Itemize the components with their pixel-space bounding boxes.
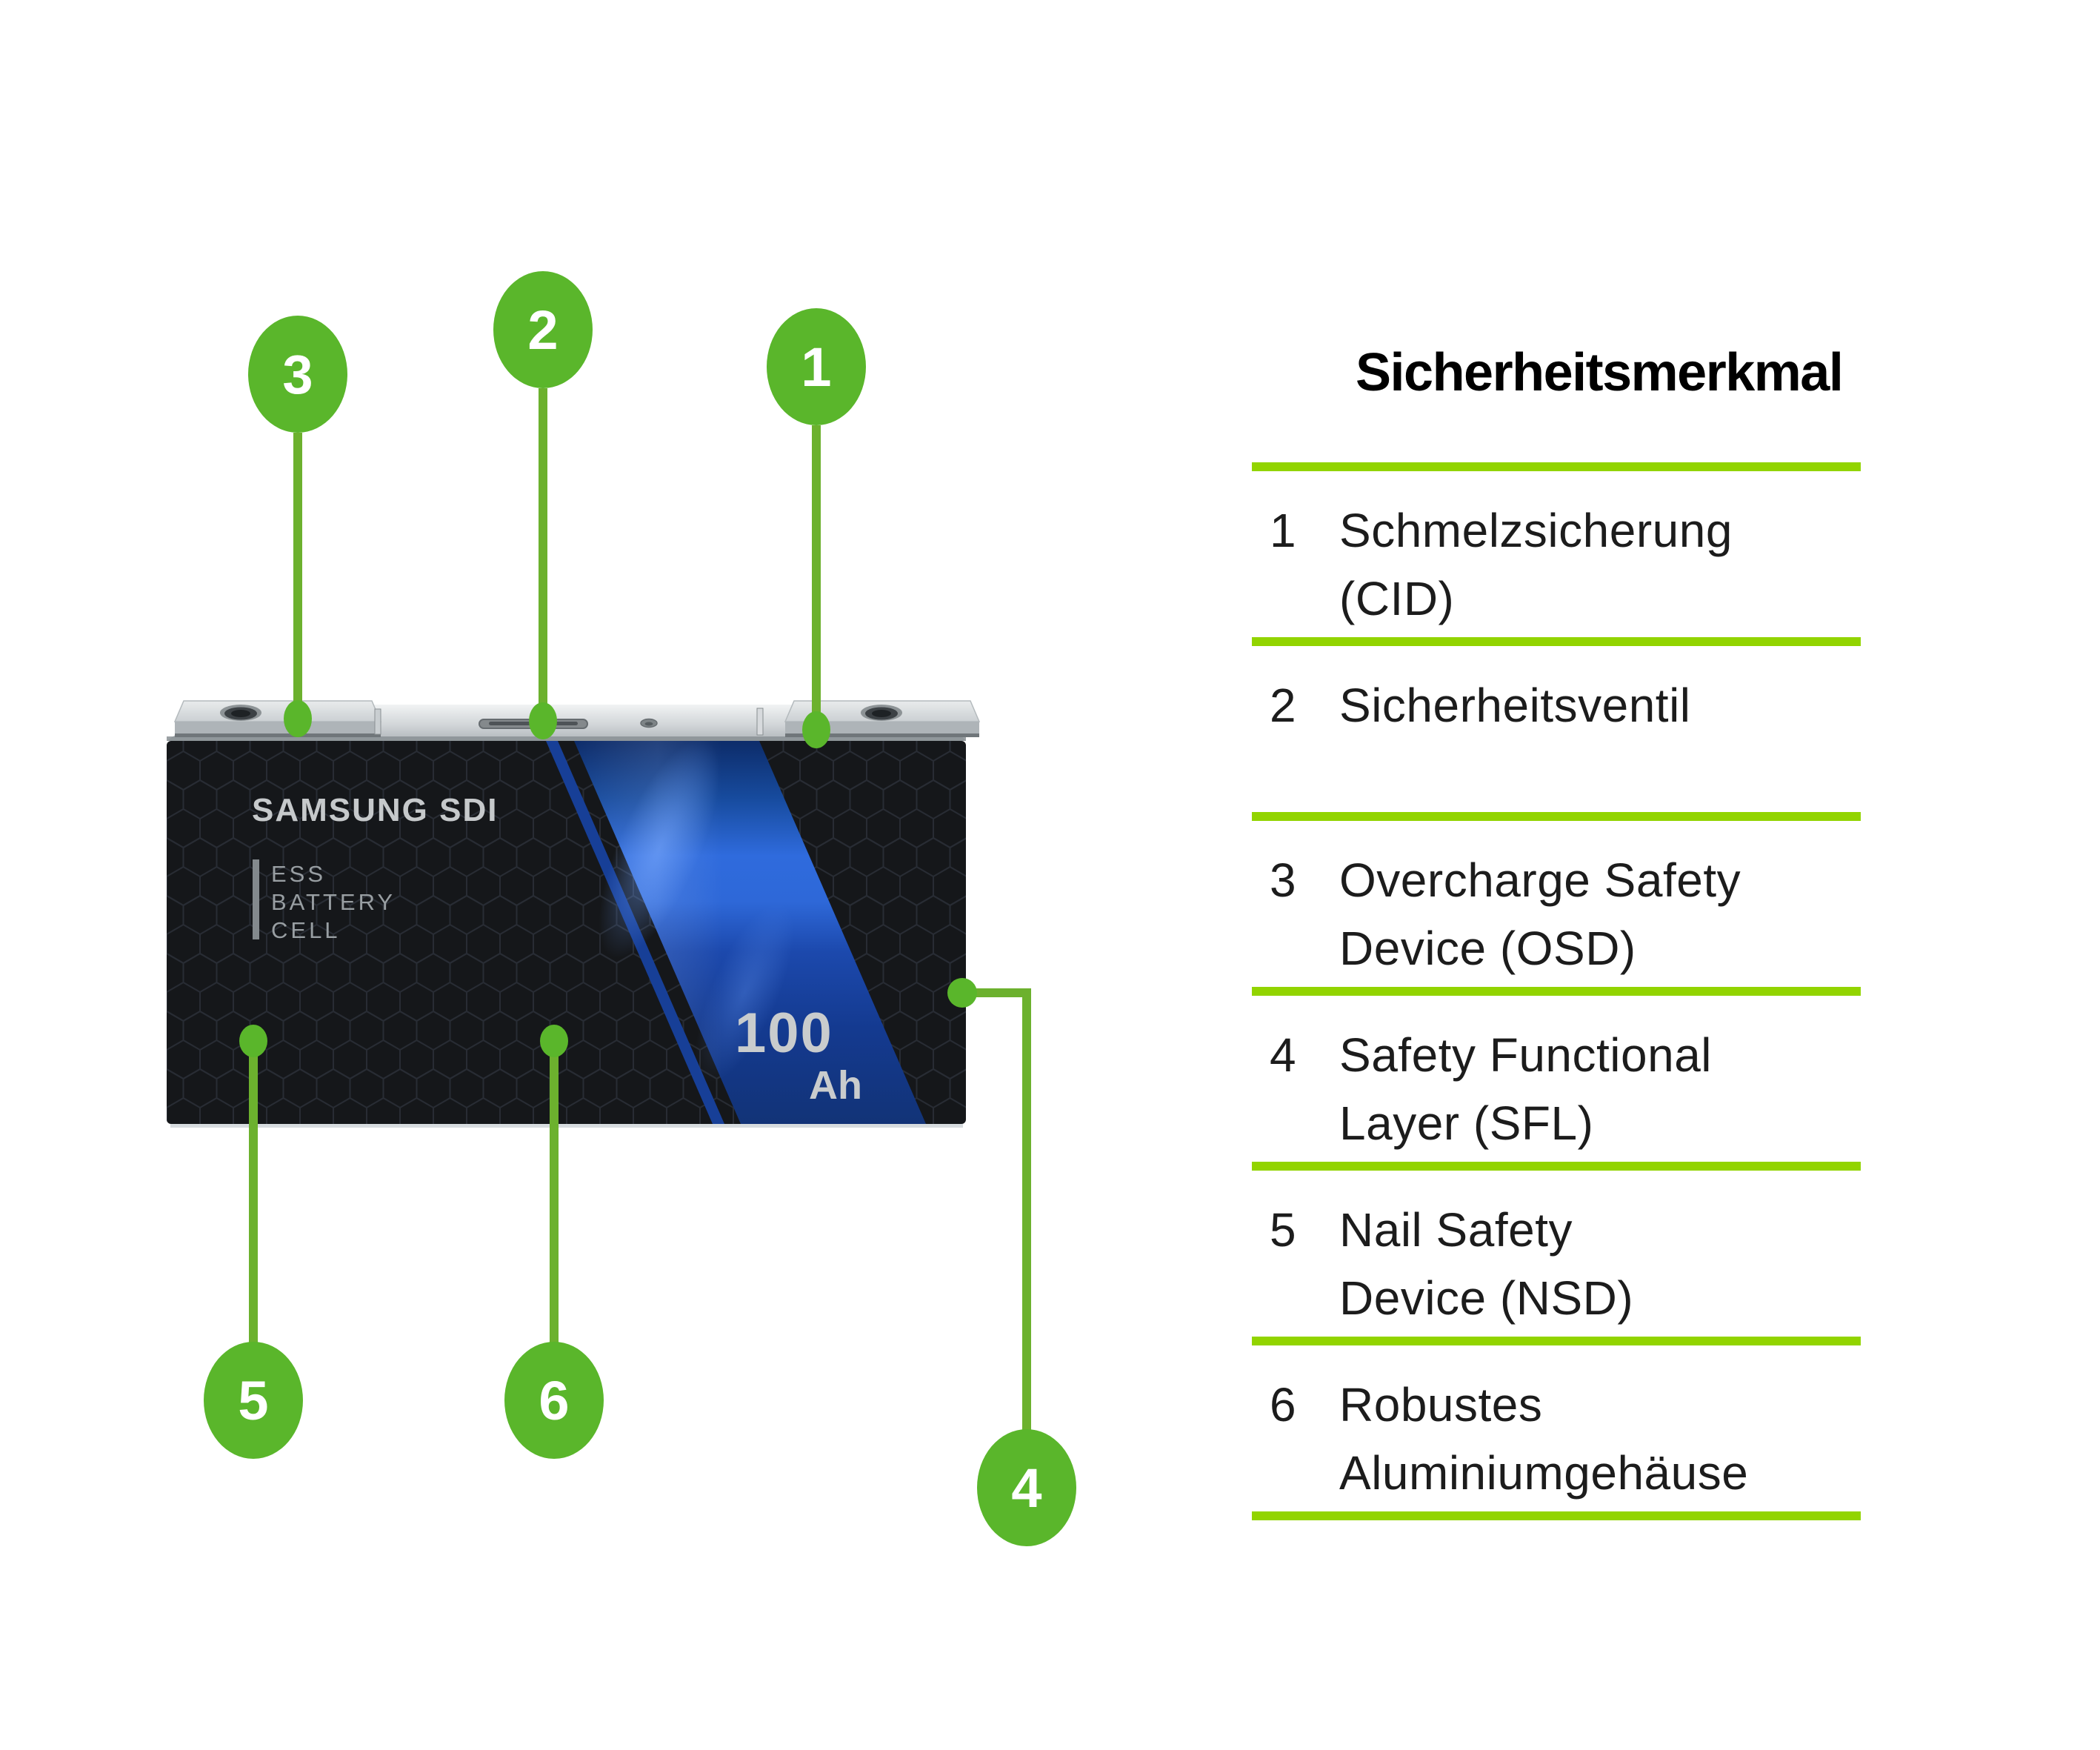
row-number: 3	[1270, 854, 1296, 907]
terminal-left-clip	[374, 708, 381, 735]
ess-label-line3: CELL	[271, 917, 341, 943]
callout-number-5: 5	[238, 1370, 268, 1431]
callout-dot-4	[947, 978, 977, 1008]
blue-stripe	[546, 741, 926, 1124]
plate-seam	[167, 736, 966, 741]
callout-circle-6: 6	[504, 1342, 604, 1459]
table-row: 3 Overcharge Safety Device (OSD)	[1252, 812, 1861, 987]
table-bottom-separator	[1252, 1511, 1861, 1520]
terminal-left	[173, 700, 382, 737]
row-text: Nail Safety Device (NSD)	[1339, 1196, 1633, 1337]
callout-circle-2: 2	[493, 271, 593, 388]
callout-number-6: 6	[539, 1370, 569, 1431]
row-text: Robustes Aluminiumgehäuse	[1339, 1371, 1748, 1511]
callout-circle-5: 5	[204, 1342, 303, 1459]
row-text: Schmelzsicherung (CID)	[1339, 496, 1733, 637]
battery-diagram: SAMSUNG SDI ESS BATTERY CELL 100 Ah	[167, 271, 1076, 1546]
callout-number-3: 3	[282, 344, 313, 405]
callout-circle-3: 3	[248, 316, 347, 433]
row-number: 1	[1270, 504, 1296, 557]
row-number: 4	[1270, 1028, 1296, 1082]
brand-text: SAMSUNG SDI	[252, 792, 498, 828]
terminal-right	[756, 700, 981, 737]
battery-face: SAMSUNG SDI ESS BATTERY CELL 100 Ah	[167, 741, 966, 1124]
row-text-line2: Aluminiumgehäuse	[1339, 1446, 1749, 1500]
cell-shadow	[170, 1124, 963, 1128]
table-row: 6 Robustes Aluminiumgehäuse	[1252, 1337, 1861, 1511]
callout-circle-1: 1	[767, 308, 866, 425]
callout-dot-2	[529, 702, 557, 739]
callout-stems	[249, 388, 1031, 1430]
row-text-line1: Nail Safety	[1339, 1203, 1573, 1257]
row-number: 5	[1270, 1203, 1296, 1257]
table-title: Sicherheitsmerkmal	[1356, 343, 1844, 402]
row-text-line1: Sicherheitsventil	[1339, 679, 1691, 732]
row-text-line1: Overcharge Safety	[1339, 854, 1741, 907]
callout-dots	[239, 700, 977, 1057]
fill-hole	[640, 718, 658, 728]
callout-dot-1	[802, 711, 830, 748]
row-text-line2: (CID)	[1339, 572, 1455, 625]
callout-circles: 3 2 1 5 6 4	[204, 271, 1076, 1546]
row-text: Safety Functional Layer (SFL)	[1339, 1021, 1712, 1162]
terminal-right-hole-icon	[861, 705, 902, 721]
callout-dot-6	[540, 1025, 568, 1057]
row-text: Overcharge Safety Device (OSD)	[1339, 846, 1741, 987]
row-text-line1: Schmelzsicherung	[1339, 504, 1733, 557]
ess-label-line1: ESS	[271, 861, 326, 887]
table-row: 1 Schmelzsicherung (CID)	[1252, 462, 1861, 637]
terminal-right-clip	[756, 708, 764, 736]
safety-table: Sicherheitsmerkmal 1 Schmelzsicherung (C…	[1252, 341, 1861, 1520]
row-text-line2: Device (OSD)	[1339, 922, 1636, 975]
callout-dot-5	[239, 1025, 267, 1057]
capacity-unit: Ah	[809, 1063, 862, 1108]
callout-dot-3	[284, 700, 312, 737]
row-text: Sicherheitsventil	[1339, 671, 1691, 812]
capacity-text: 100 Ah	[735, 1002, 862, 1108]
callout-number-2: 2	[527, 299, 558, 361]
callout-circle-4: 4	[977, 1429, 1076, 1546]
ess-label-line2: BATTERY	[271, 889, 396, 915]
capacity-value: 100	[735, 1002, 833, 1065]
row-text-line1: Robustes	[1339, 1378, 1543, 1431]
ess-label-bar	[253, 859, 259, 939]
row-text-line2: Device (NSD)	[1339, 1271, 1634, 1325]
terminal-left-hole-icon	[220, 705, 261, 721]
callout-number-4: 4	[1011, 1457, 1041, 1519]
row-text-line2: Layer (SFL)	[1339, 1097, 1594, 1150]
callout-line-4	[962, 988, 1031, 1430]
table-row: 2 Sicherheitsventil	[1252, 637, 1861, 812]
row-text-line1: Safety Functional	[1339, 1028, 1712, 1082]
ess-label: ESS BATTERY CELL	[253, 859, 396, 943]
table-row: 4 Safety Functional Layer (SFL)	[1252, 987, 1861, 1162]
battery-top-plate	[167, 700, 981, 741]
row-number: 2	[1270, 679, 1296, 732]
table-row: 5 Nail Safety Device (NSD)	[1252, 1162, 1861, 1337]
row-number: 6	[1270, 1378, 1296, 1431]
callout-number-1: 1	[801, 336, 831, 398]
